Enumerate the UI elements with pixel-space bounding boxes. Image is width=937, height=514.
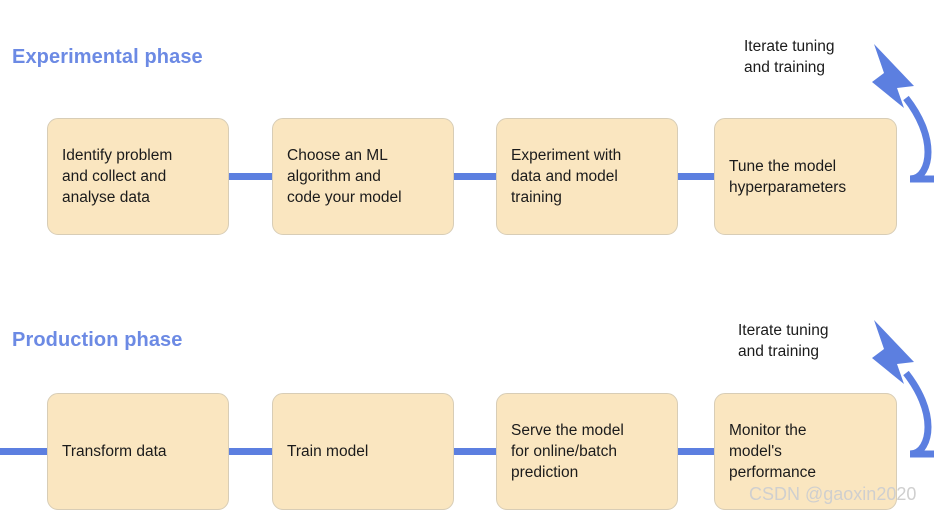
connector-experimental-1 — [216, 173, 282, 180]
section-heading-experimental: Experimental phase — [12, 46, 203, 68]
process-box-tune-hyperparameters[interactable]: Tune the model hyperparameters — [714, 118, 897, 235]
process-box-transform-data[interactable]: Transform data — [47, 393, 229, 510]
process-box-monitor-performance[interactable]: Monitor the model's performance — [714, 393, 897, 510]
process-box-label: Transform data — [62, 443, 167, 460]
iterate-loop-label-production: Iterate tuning and training — [738, 322, 829, 360]
process-box-label: Tune the model hyperparameters — [729, 157, 847, 196]
process-box-serve-model[interactable]: Serve the model for online/batch predict… — [496, 393, 678, 510]
process-box-identify-problem[interactable]: Identify problem and collect and analyse… — [47, 118, 229, 235]
process-box-label: Choose an ML algorithm and code your mod… — [287, 147, 402, 206]
process-box-label: Train model — [287, 443, 369, 460]
connector-experimental-2 — [441, 173, 507, 180]
process-box-label: Identify problem and collect and analyse… — [62, 147, 173, 206]
process-box-train-model[interactable]: Train model — [272, 393, 454, 510]
connector-production-1 — [216, 448, 282, 455]
iterate-loop-label-experimental: Iterate tuning and training — [744, 38, 835, 76]
section-heading-production: Production phase — [12, 329, 183, 351]
connector-production-inlet — [0, 448, 56, 455]
connector-experimental-3 — [666, 173, 724, 180]
process-box-experiment[interactable]: Experiment with data and model training — [496, 118, 678, 235]
watermark-text: CSDN @gaoxin2020 — [749, 484, 917, 504]
connector-production-2 — [441, 448, 507, 455]
process-box-label: Experiment with data and model training — [511, 147, 622, 206]
process-box-label: Serve the model for online/batch predict… — [511, 422, 624, 481]
process-box-choose-algorithm[interactable]: Choose an ML algorithm and code your mod… — [272, 118, 454, 235]
process-box-label: Monitor the model's performance — [729, 422, 817, 481]
connector-production-3 — [666, 448, 724, 455]
